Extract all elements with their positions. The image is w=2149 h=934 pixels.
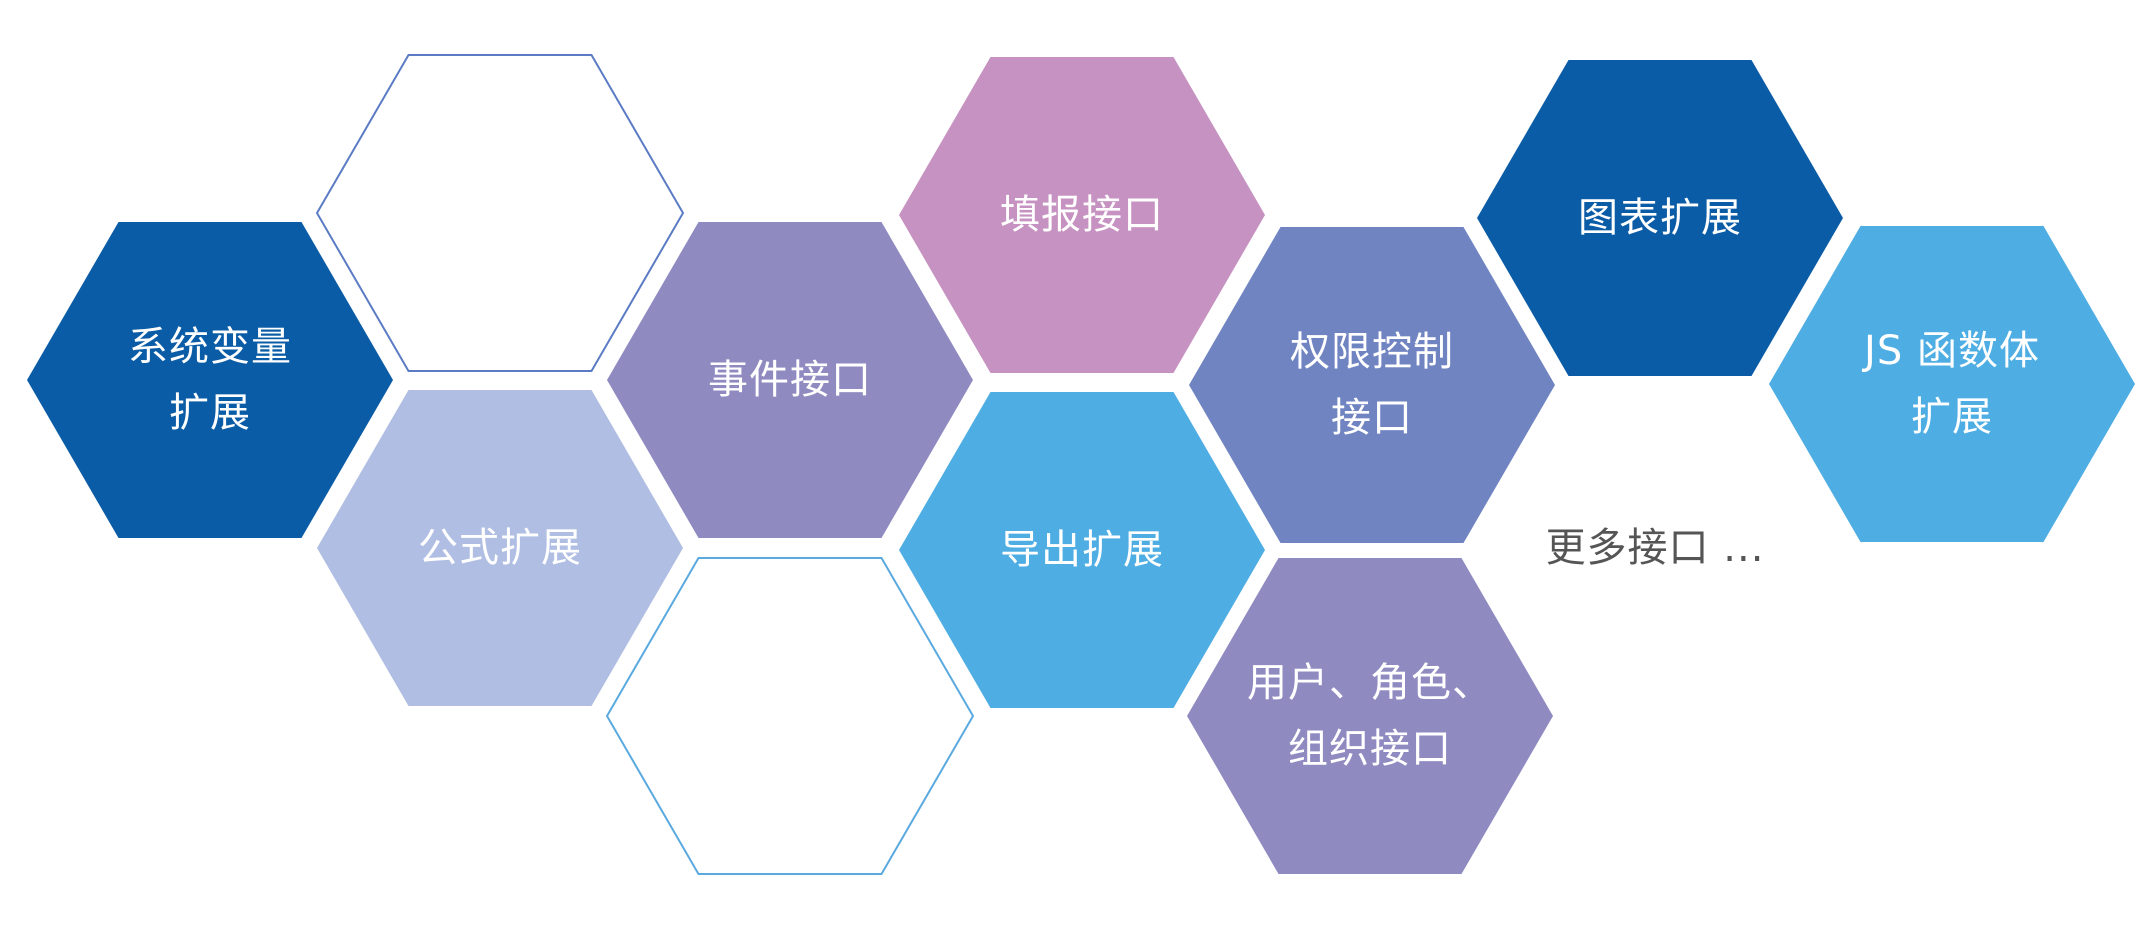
hex-label: 公式扩展 xyxy=(418,525,582,571)
hexagon-polygon xyxy=(899,57,1265,373)
hexagon-polygon xyxy=(607,222,973,538)
hexagon-shape xyxy=(315,54,685,372)
hex-event-interface: 事件接口 xyxy=(607,222,973,538)
hex-label: 填报接口 xyxy=(1000,192,1164,238)
hexagon-shape xyxy=(607,222,973,538)
hexagon-polygon xyxy=(1187,558,1553,874)
hexagon-shape xyxy=(1189,227,1555,543)
hexagon-shape xyxy=(1187,558,1553,874)
hex-fill-report-interface: 填报接口 xyxy=(899,57,1265,373)
hexagon-polygon xyxy=(1477,60,1843,376)
hex-formula-extension: 公式扩展 xyxy=(317,390,683,706)
hex-label: 图表扩展 xyxy=(1578,195,1742,241)
hex-label: 事件接口 xyxy=(708,357,872,403)
hex-label: 导出扩展 xyxy=(1000,527,1164,573)
hexagon-polygon xyxy=(1769,226,2135,542)
hex-export-extension: 导出扩展 xyxy=(899,392,1265,708)
hexagon-polygon xyxy=(605,557,975,875)
hexagon-polygon xyxy=(27,222,393,538)
hex-chart-extension: 图表扩展 xyxy=(1477,60,1843,376)
hex-empty-outline-bottom xyxy=(605,557,975,875)
hex-label: 权限控制 接口 xyxy=(1290,329,1454,441)
hexagon-shape xyxy=(27,222,393,538)
hexagon-shape xyxy=(605,557,975,875)
hexagon-polygon xyxy=(315,54,685,372)
hexagon-shape xyxy=(317,390,683,706)
hex-label: 系统变量 扩展 xyxy=(128,324,292,436)
hexagon-shape xyxy=(1769,226,2135,542)
hex-js-function-extension: JS 函数体 扩展 xyxy=(1769,226,2135,542)
hexagon-shape xyxy=(899,57,1265,373)
hexagon-shape xyxy=(899,392,1265,708)
hex-label: JS 函数体 扩展 xyxy=(1864,328,2040,440)
hex-permission-control-interface: 权限控制 接口 xyxy=(1189,227,1555,543)
hex-user-role-org-interface: 用户、角色、 组织接口 xyxy=(1187,558,1553,874)
more-interfaces-label: 更多接口 ... xyxy=(1545,525,1765,571)
hexagon-polygon xyxy=(1189,227,1555,543)
hexagon-polygon xyxy=(899,392,1265,708)
hex-empty-outline-top xyxy=(315,54,685,372)
hexagon-polygon xyxy=(317,390,683,706)
hexagon-shape xyxy=(1477,60,1843,376)
hex-label: 用户、角色、 组织接口 xyxy=(1247,660,1493,772)
hex-system-variable-extension: 系统变量 扩展 xyxy=(27,222,393,538)
